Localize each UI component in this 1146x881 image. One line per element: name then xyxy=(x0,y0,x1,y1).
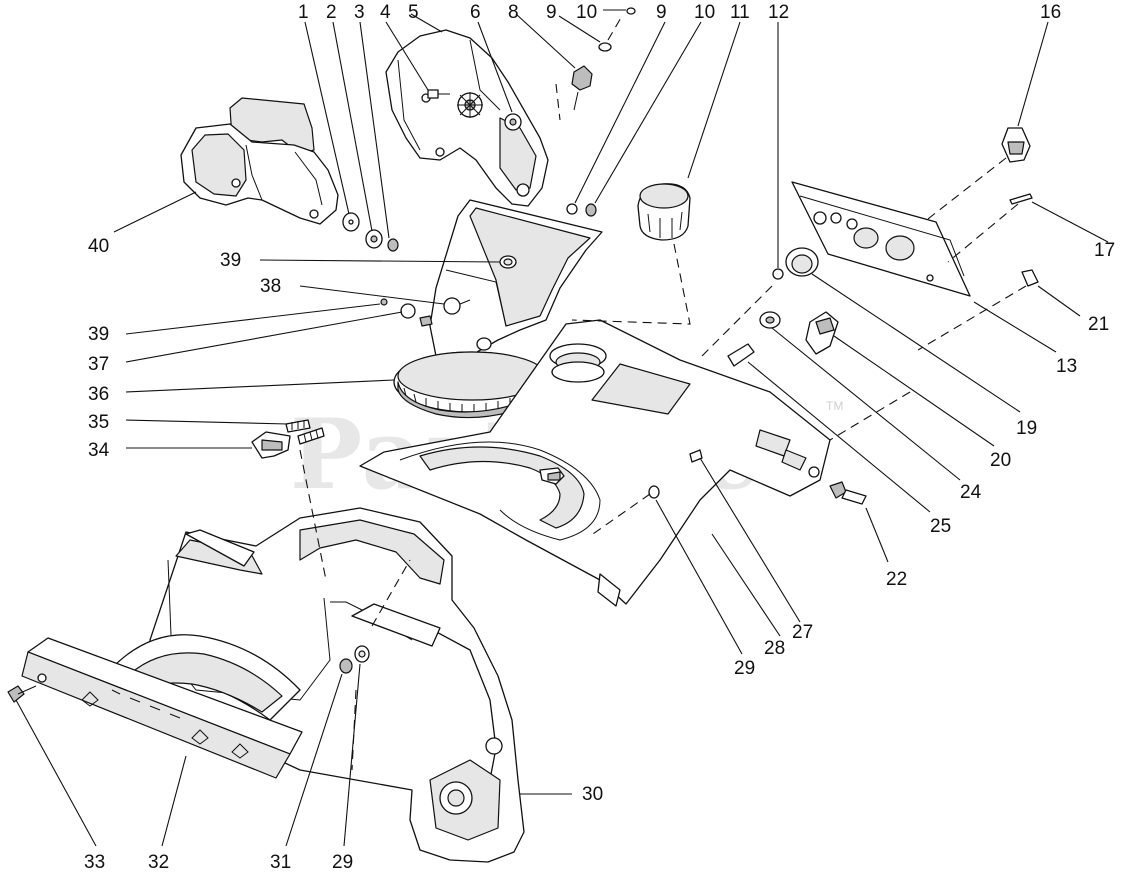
deflector-part xyxy=(180,97,339,225)
bracket-bolts-parts xyxy=(251,419,325,459)
callout-c35-label: 35 xyxy=(88,412,109,433)
screw-clip-parts xyxy=(1009,193,1039,287)
callout-c31-label: 31 xyxy=(270,852,291,873)
callout-c40-label: 40 xyxy=(88,236,109,257)
callout-c24-label: 24 xyxy=(960,482,982,503)
callout-c2-label: 2 xyxy=(326,2,337,23)
washer-parts xyxy=(342,212,399,252)
chute-bracket-part xyxy=(385,29,549,207)
callout-c39-label: 39 xyxy=(220,250,241,271)
callout-c27-label: 27 xyxy=(792,622,813,643)
watermark-trademark: TM xyxy=(826,399,843,413)
callout-c21-label: 21 xyxy=(1088,314,1109,335)
callout-c3-label: 3 xyxy=(354,2,365,23)
key-part xyxy=(1001,127,1031,163)
nut-washer-parts xyxy=(339,645,370,674)
callout-c9-label: 9 xyxy=(546,2,557,23)
callout-c25-label: 25 xyxy=(930,516,951,537)
assembly-lines xyxy=(299,15,1027,771)
callout-c22-label: 22 xyxy=(886,569,907,590)
callout-c30-label: 30 xyxy=(582,784,603,805)
callout-c28-label: 28 xyxy=(764,638,785,659)
callout-c32-label: 32 xyxy=(148,852,169,873)
housing-part xyxy=(109,507,525,863)
callout-c1-label: 1 xyxy=(298,2,309,23)
screw-washer-parts xyxy=(648,449,703,499)
callout-c34-label: 34 xyxy=(88,440,110,461)
knob-part xyxy=(637,183,691,241)
callout-c29-label: 29 xyxy=(734,658,755,679)
callout-c16-label: 16 xyxy=(1040,2,1061,23)
callout-c13-label: 13 xyxy=(1056,356,1077,377)
callout-c20-label: 20 xyxy=(990,450,1011,471)
callout-c12-label: 12 xyxy=(768,2,789,23)
leader-lines xyxy=(15,9,1109,847)
callout-c10-label: 10 xyxy=(694,2,715,23)
callout-c10-label: 10 xyxy=(576,2,597,23)
control-panel-part xyxy=(791,181,971,297)
callout-c37-label: 37 xyxy=(88,354,109,375)
cable-adjuster-parts xyxy=(566,7,636,217)
callout-c17-label: 17 xyxy=(1094,240,1115,261)
scraper-bar-part xyxy=(7,637,303,779)
callout-c19-label: 19 xyxy=(1016,418,1037,439)
console-hardware-parts xyxy=(727,247,839,367)
console-cover-part xyxy=(359,319,831,607)
callout-c6-label: 6 xyxy=(470,2,481,23)
callout-c11-label: 11 xyxy=(730,2,750,23)
callout-c9-label: 9 xyxy=(656,2,667,23)
callout-c36-label: 36 xyxy=(88,384,109,405)
callout-c38-label: 38 xyxy=(260,276,281,297)
callout-c5-label: 5 xyxy=(408,2,419,23)
bolt-part xyxy=(829,481,867,505)
callout-c29-label: 29 xyxy=(332,852,353,873)
callout-c39-label: 39 xyxy=(88,324,109,345)
callout-c4-label: 4 xyxy=(380,2,391,23)
callout-c8-label: 8 xyxy=(508,2,519,23)
callout-c33-label: 33 xyxy=(84,852,105,873)
